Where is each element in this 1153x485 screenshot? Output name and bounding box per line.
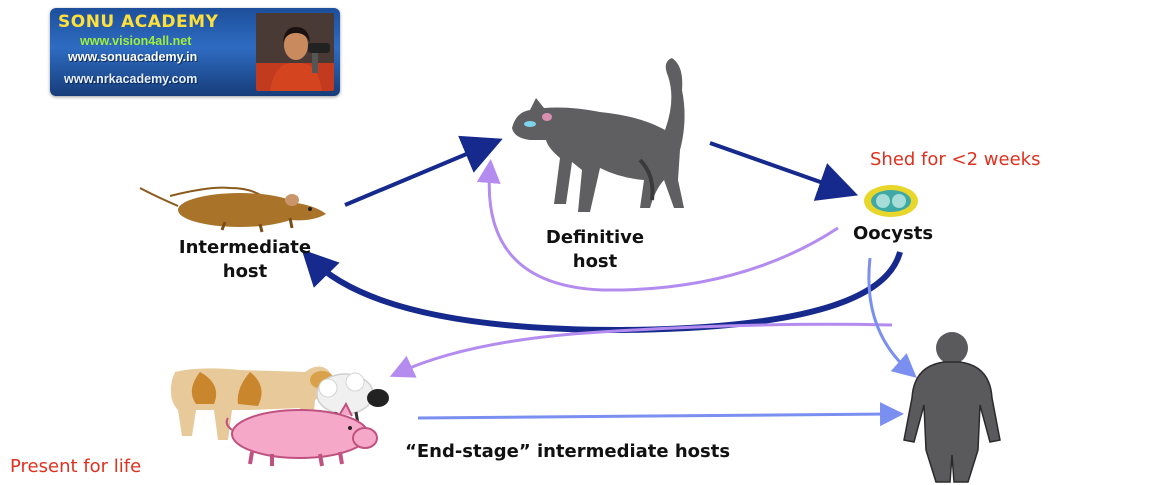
definitive-host-label: Definitive host — [505, 226, 685, 274]
oocysts-label: Oocysts — [852, 223, 934, 244]
pig-icon — [225, 401, 378, 467]
intermediate-host-label-line2: host — [222, 261, 268, 282]
arrow-oocysts-to-livestock — [389, 322, 893, 378]
academy-logo: SONU ACADEMY www.vision4all.net www.sonu… — [50, 8, 340, 96]
logo-title: SONU ACADEMY — [58, 12, 219, 32]
arrow-oocysts-to-definitive — [476, 159, 839, 292]
presenter-photo — [256, 13, 334, 91]
oocyst-icon — [864, 185, 918, 217]
intermediate-host-label-line1: Intermediate — [178, 237, 312, 258]
arrow-definitive-to-oocysts — [709, 141, 859, 201]
shed-duration-note: Shed for <2 weeks — [870, 149, 1041, 170]
rat-icon — [139, 186, 326, 233]
sheep-icon — [316, 372, 389, 425]
arrow-oocysts-to-human — [867, 257, 917, 378]
human-icon — [903, 332, 1001, 483]
present-for-life-note: Present for life — [10, 456, 142, 477]
logo-url-2: www.sonuacademy.in — [68, 50, 198, 64]
arrow-livestock-to-human — [417, 402, 904, 427]
cat-icon — [512, 58, 685, 212]
intermediate-host-label: Intermediate host — [140, 236, 350, 284]
logo-url-1: www.vision4all.net — [80, 34, 192, 48]
arrow-intermediate-to-definitive — [344, 135, 503, 207]
end-stage-hosts-label: “End-stage” intermediate hosts — [405, 441, 731, 462]
definitive-host-label-line1: Definitive — [545, 227, 645, 248]
logo-url-3: www.nrkacademy.com — [64, 72, 198, 86]
definitive-host-label-line2: host — [572, 251, 618, 272]
